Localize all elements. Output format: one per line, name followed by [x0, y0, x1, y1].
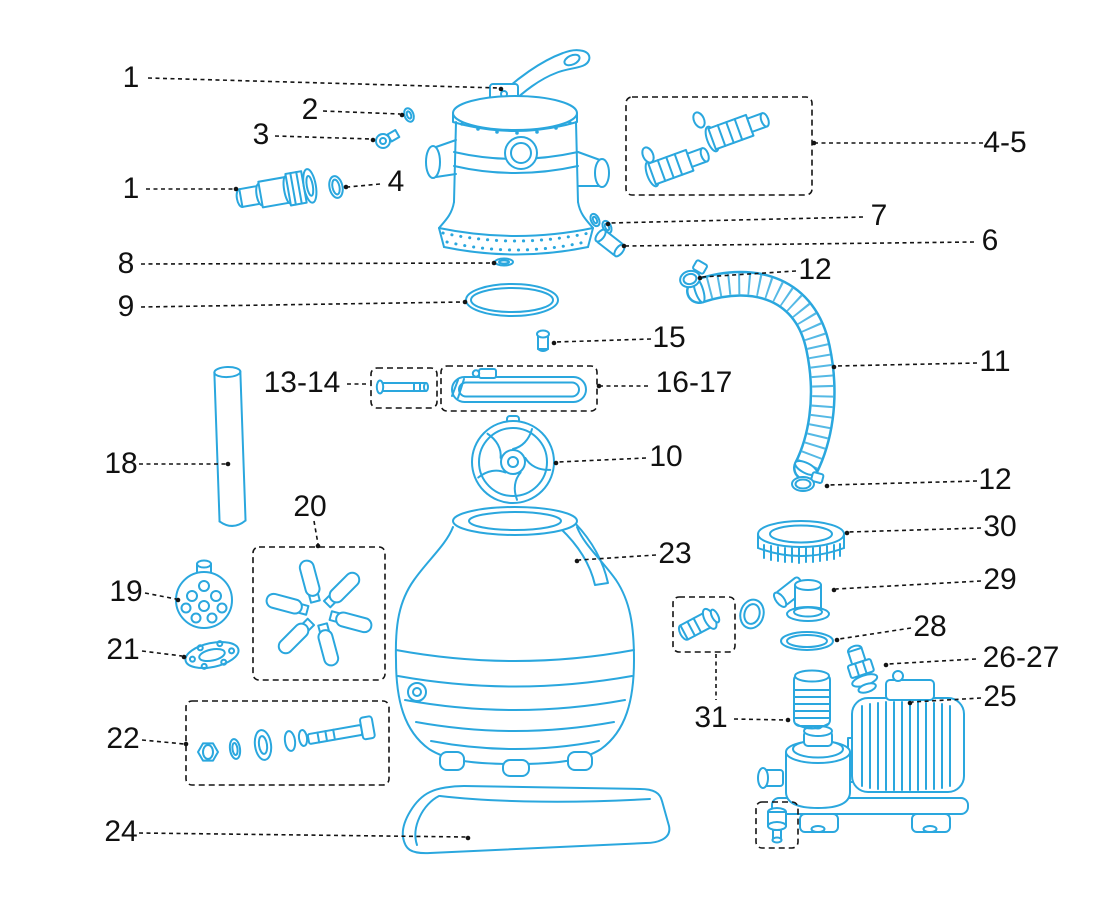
label-22: 22	[106, 722, 139, 755]
part-19-lateral-hub	[175, 559, 233, 629]
label-28: 28	[913, 610, 946, 643]
part-21-flat-gasket	[184, 640, 240, 670]
part-26-27-adapter-kit	[846, 644, 879, 694]
part-10-diffuser	[471, 415, 555, 504]
label-19: 19	[109, 575, 142, 608]
part-22-drain-valve-kit	[185, 700, 390, 786]
part-25-pump	[757, 670, 969, 833]
part-6-drain-fitting	[594, 228, 626, 258]
label-3: 3	[253, 118, 270, 151]
part-4-coupling-oring	[328, 175, 344, 199]
part-4-5-hose-adapter-kit	[625, 96, 813, 196]
label-2: 2	[302, 93, 319, 126]
label-23: 23	[658, 537, 691, 570]
part-18-standpipe	[213, 366, 247, 527]
label-4: 4	[388, 165, 405, 198]
part-29-elbow-fitting	[772, 576, 830, 622]
part-9-tank-oring	[465, 283, 559, 317]
label-15: 15	[652, 321, 685, 354]
part-8-small-oring	[494, 257, 514, 267]
label-12-bottom: 12	[978, 463, 1011, 496]
label-16-17: 16-17	[656, 366, 733, 399]
label-9: 9	[118, 290, 135, 323]
leader-lines	[138, 77, 983, 841]
label-25: 25	[983, 680, 1016, 713]
part-12-hose-clamp-bottom	[791, 471, 825, 492]
part-24-filter-pad	[401, 785, 671, 855]
label-18: 18	[104, 447, 137, 480]
label-7: 7	[871, 199, 888, 232]
part-7-drain-orings	[589, 212, 613, 235]
part-16-17-clamp-band-kit	[440, 365, 598, 412]
label-1-coupling: 1	[123, 172, 140, 205]
label-24: 24	[104, 815, 137, 848]
part-1-hose-coupling	[235, 168, 318, 209]
label-10: 10	[649, 440, 682, 473]
part-15-plug-bolt	[536, 329, 550, 352]
label-20: 20	[293, 490, 326, 523]
part-1-multiport-valve	[425, 49, 610, 256]
part-3-valve-fitting	[375, 129, 401, 149]
part-11-hose	[686, 270, 836, 481]
label-29: 29	[983, 563, 1016, 596]
label-4-5: 4-5	[983, 126, 1026, 159]
label-12-top: 12	[798, 253, 831, 286]
part-28-pump-oring	[780, 631, 834, 651]
label-8: 8	[118, 247, 135, 280]
part-labels: 1 2 3 1 4 4-5 7 6 8 12 9 15 11 13-14 16-…	[104, 61, 1059, 848]
label-1-valve: 1	[123, 61, 140, 94]
part-31-dispenser-kit	[672, 596, 831, 730]
label-26-27: 26-27	[983, 641, 1060, 674]
part-30-lock-collar	[757, 520, 845, 564]
label-21: 21	[106, 633, 139, 666]
label-31: 31	[694, 701, 727, 734]
label-6: 6	[982, 224, 999, 257]
part-20-laterals-kit	[252, 546, 386, 681]
label-13-14: 13-14	[264, 366, 341, 399]
label-30: 30	[983, 510, 1016, 543]
label-11: 11	[979, 345, 1010, 378]
part-2-valve-oring	[403, 107, 415, 123]
part-drain-plug-box	[755, 801, 799, 849]
part-12-hose-clamp-top	[679, 259, 708, 289]
part-13-14-pin-kit	[370, 367, 438, 409]
part-23-tank	[394, 506, 635, 777]
